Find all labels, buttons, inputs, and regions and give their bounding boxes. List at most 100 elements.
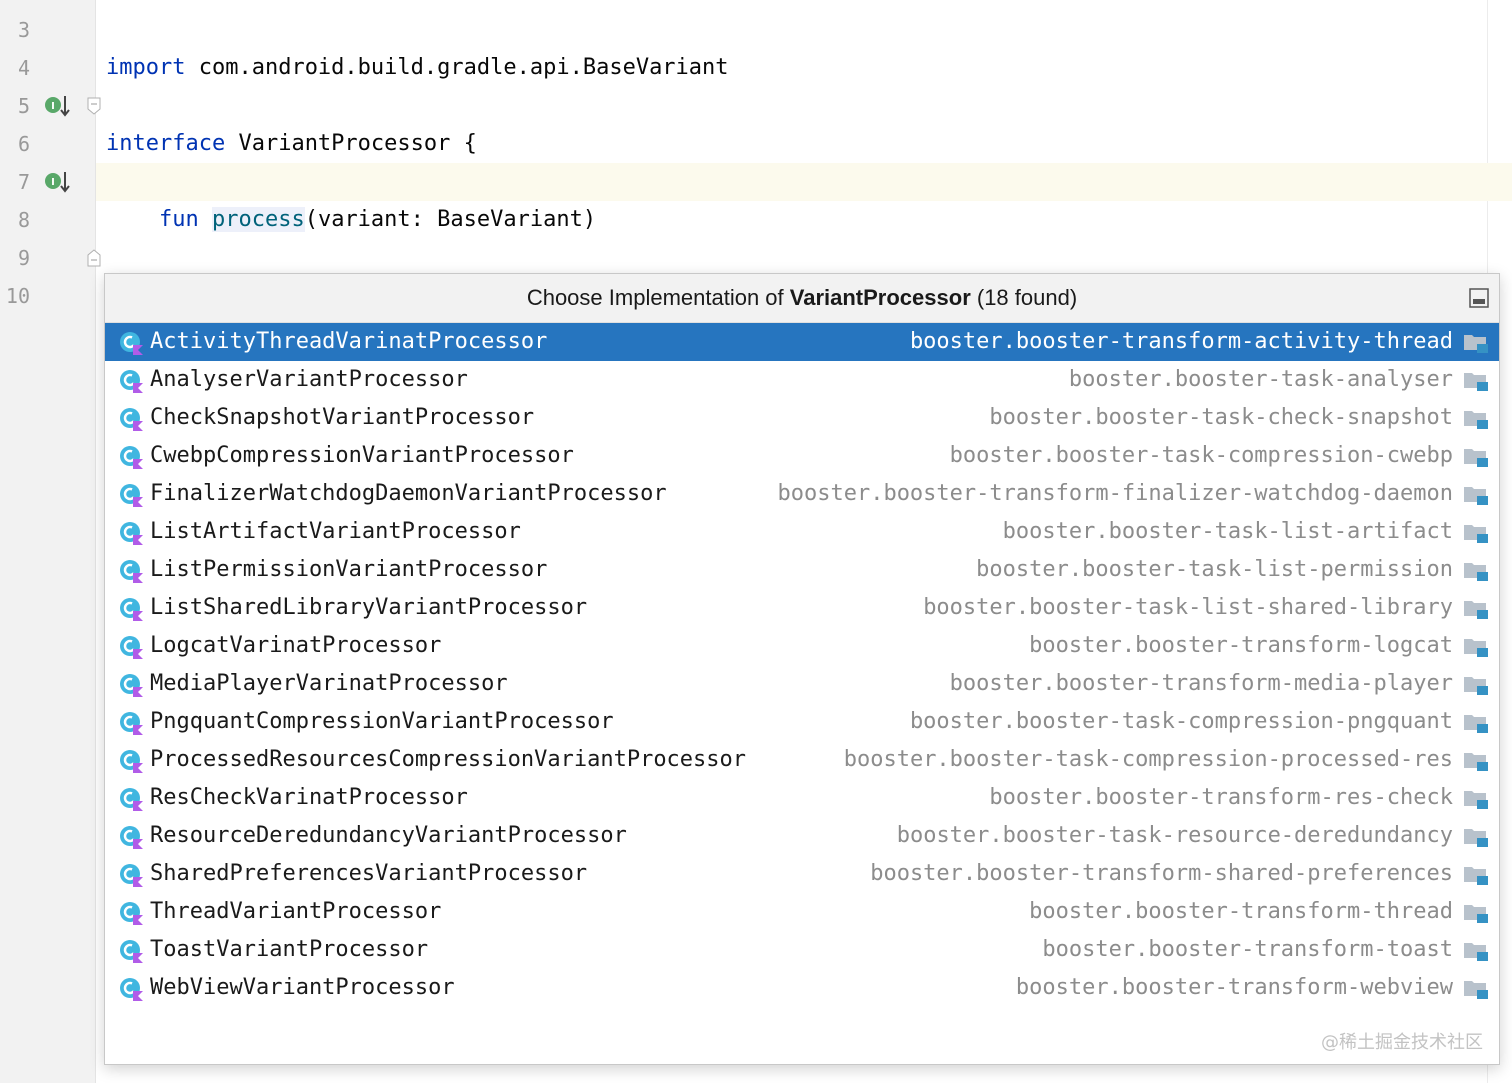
popup-title: Choose Implementation of VariantProcesso… xyxy=(105,274,1499,323)
module-name: booster.booster-task-list-artifact xyxy=(1002,519,1453,544)
class-name: PngquantCompressionVariantProcessor xyxy=(150,709,614,734)
module-name: booster.booster-transform-shared-prefere… xyxy=(870,861,1453,886)
module-folder-icon xyxy=(1464,449,1488,467)
kotlin-class-icon xyxy=(120,408,143,431)
implemented-method-icon[interactable]: I xyxy=(44,169,70,195)
kotlin-class-icon xyxy=(120,788,143,811)
module-name: booster.booster-task-check-snapshot xyxy=(989,405,1453,430)
code-line-fun[interactable]: fun process(variant: BaseVariant) xyxy=(96,163,1512,232)
keyword: import xyxy=(106,55,186,80)
module-folder-icon xyxy=(1464,715,1488,733)
module-name: booster.booster-task-compression-pngquan… xyxy=(909,709,1453,734)
implementation-row[interactable]: SharedPreferencesVariantProcessor booster… xyxy=(105,855,1499,893)
fold-open-icon[interactable] xyxy=(87,97,101,115)
kotlin-class-icon xyxy=(120,560,143,583)
line-number: 7 xyxy=(17,170,30,194)
line-number: 8 xyxy=(17,208,30,232)
implementation-row[interactable]: ResCheckVarinatProcessor booster.booster-… xyxy=(105,779,1499,817)
class-name: SharedPreferencesVariantProcessor xyxy=(150,861,588,886)
implementation-row[interactable]: ResourceDeredundancyVariantProcessor boos… xyxy=(105,817,1499,855)
module-name: booster.booster-task-list-permission xyxy=(976,557,1453,582)
code-editor[interactable]: import com.android.build.gradle.api.Base… xyxy=(96,0,1512,1083)
svg-text:I: I xyxy=(51,177,55,188)
module-name: booster.booster-task-resource-deredundan… xyxy=(896,823,1453,848)
kotlin-class-icon xyxy=(120,750,143,773)
implementation-row[interactable]: ProcessedResourcesCompressionVariantProc… xyxy=(105,741,1499,779)
kotlin-class-icon xyxy=(120,446,143,469)
implementation-list[interactable]: ActivityThreadVarinatProcessor booster.bo… xyxy=(105,323,1499,1007)
kotlin-class-icon xyxy=(120,864,143,887)
kotlin-class-icon xyxy=(120,940,143,963)
function-name[interactable]: process xyxy=(211,207,305,232)
implementation-row[interactable]: ListPermissionVariantProcessor booster.bo… xyxy=(105,551,1499,589)
class-name: ResourceDeredundancyVariantProcessor xyxy=(150,823,627,848)
line-number: 9 xyxy=(17,246,30,270)
watermark: @稀土掘金技术社区 xyxy=(1321,1032,1483,1053)
indent xyxy=(106,207,159,232)
class-name: ToastVariantProcessor xyxy=(150,937,429,962)
module-name: booster.booster-transform-res-check xyxy=(989,785,1453,810)
code-text: com.android.build.gradle.api.BaseVariant xyxy=(185,55,729,80)
class-name: FinalizerWatchdogDaemonVariantProcessor xyxy=(150,481,667,506)
module-name: booster.booster-task-compression-process… xyxy=(843,747,1453,772)
implementation-row[interactable]: CheckSnapshotVariantProcessor booster.boo… xyxy=(105,399,1499,437)
kotlin-class-icon xyxy=(120,978,143,1001)
line-number: 6 xyxy=(17,132,30,156)
keyword: fun xyxy=(158,207,199,232)
class-name: ThreadVariantProcessor xyxy=(150,899,442,924)
space xyxy=(199,207,212,232)
code-line-interface[interactable]: interface VariantProcessor { xyxy=(96,87,1512,156)
kotlin-class-icon xyxy=(120,902,143,925)
popup-title-interface: VariantProcessor xyxy=(789,285,971,310)
class-name: ListPermissionVariantProcessor xyxy=(150,557,548,582)
module-folder-icon xyxy=(1464,791,1488,809)
implementation-row[interactable]: ActivityThreadVarinatProcessor booster.bo… xyxy=(105,323,1499,361)
implementation-row[interactable]: FinalizerWatchdogDaemonVariantProcessor b… xyxy=(105,475,1499,513)
module-folder-icon xyxy=(1464,753,1488,771)
popup-title-prefix: Choose Implementation of xyxy=(526,285,790,310)
kotlin-class-icon xyxy=(120,826,143,849)
open-in-find-window-icon[interactable] xyxy=(1469,288,1489,308)
module-folder-icon xyxy=(1464,373,1488,391)
implementation-row[interactable]: ThreadVariantProcessor booster.booster-tr… xyxy=(105,893,1499,931)
module-folder-icon xyxy=(1464,601,1488,619)
line-number: 3 xyxy=(17,18,30,42)
fold-close-icon[interactable] xyxy=(87,249,101,267)
kotlin-class-icon xyxy=(120,598,143,621)
code-line-import[interactable]: import com.android.build.gradle.api.Base… xyxy=(96,11,1512,80)
module-name: booster.booster-transform-media-player xyxy=(949,671,1453,696)
class-name: ResCheckVarinatProcessor xyxy=(150,785,468,810)
class-name: WebViewVariantProcessor xyxy=(150,975,455,1000)
class-name: CwebpCompressionVariantProcessor xyxy=(150,443,574,468)
choose-implementation-popup[interactable]: Choose Implementation of VariantProcesso… xyxy=(104,273,1500,1065)
implementation-row[interactable]: PngquantCompressionVariantProcessor boost… xyxy=(105,703,1499,741)
kotlin-class-icon xyxy=(120,674,143,697)
class-name: ActivityThreadVarinatProcessor xyxy=(150,329,548,354)
module-name: booster.booster-task-analyser xyxy=(1068,367,1453,392)
code-line-close-brace[interactable]: } xyxy=(96,239,1512,308)
line-number: 4 xyxy=(17,56,30,80)
module-folder-icon xyxy=(1464,411,1488,429)
module-name: booster.booster-transform-thread xyxy=(1029,899,1453,924)
kotlin-class-icon xyxy=(120,370,143,393)
module-folder-icon xyxy=(1464,943,1488,961)
class-name: ProcessedResourcesCompressionVariantProc… xyxy=(150,747,747,772)
class-name: ListSharedLibraryVariantProcessor xyxy=(150,595,588,620)
class-name: CheckSnapshotVariantProcessor xyxy=(150,405,535,430)
module-folder-icon xyxy=(1464,487,1488,505)
module-name: booster.booster-transform-finalizer-watc… xyxy=(777,481,1453,506)
module-folder-icon xyxy=(1464,981,1488,999)
module-folder-icon xyxy=(1464,867,1488,885)
implemented-interface-icon[interactable]: I xyxy=(44,93,70,119)
module-folder-icon xyxy=(1464,335,1488,353)
kotlin-class-icon xyxy=(120,636,143,659)
module-name: booster.booster-transform-activity-threa… xyxy=(909,329,1453,354)
